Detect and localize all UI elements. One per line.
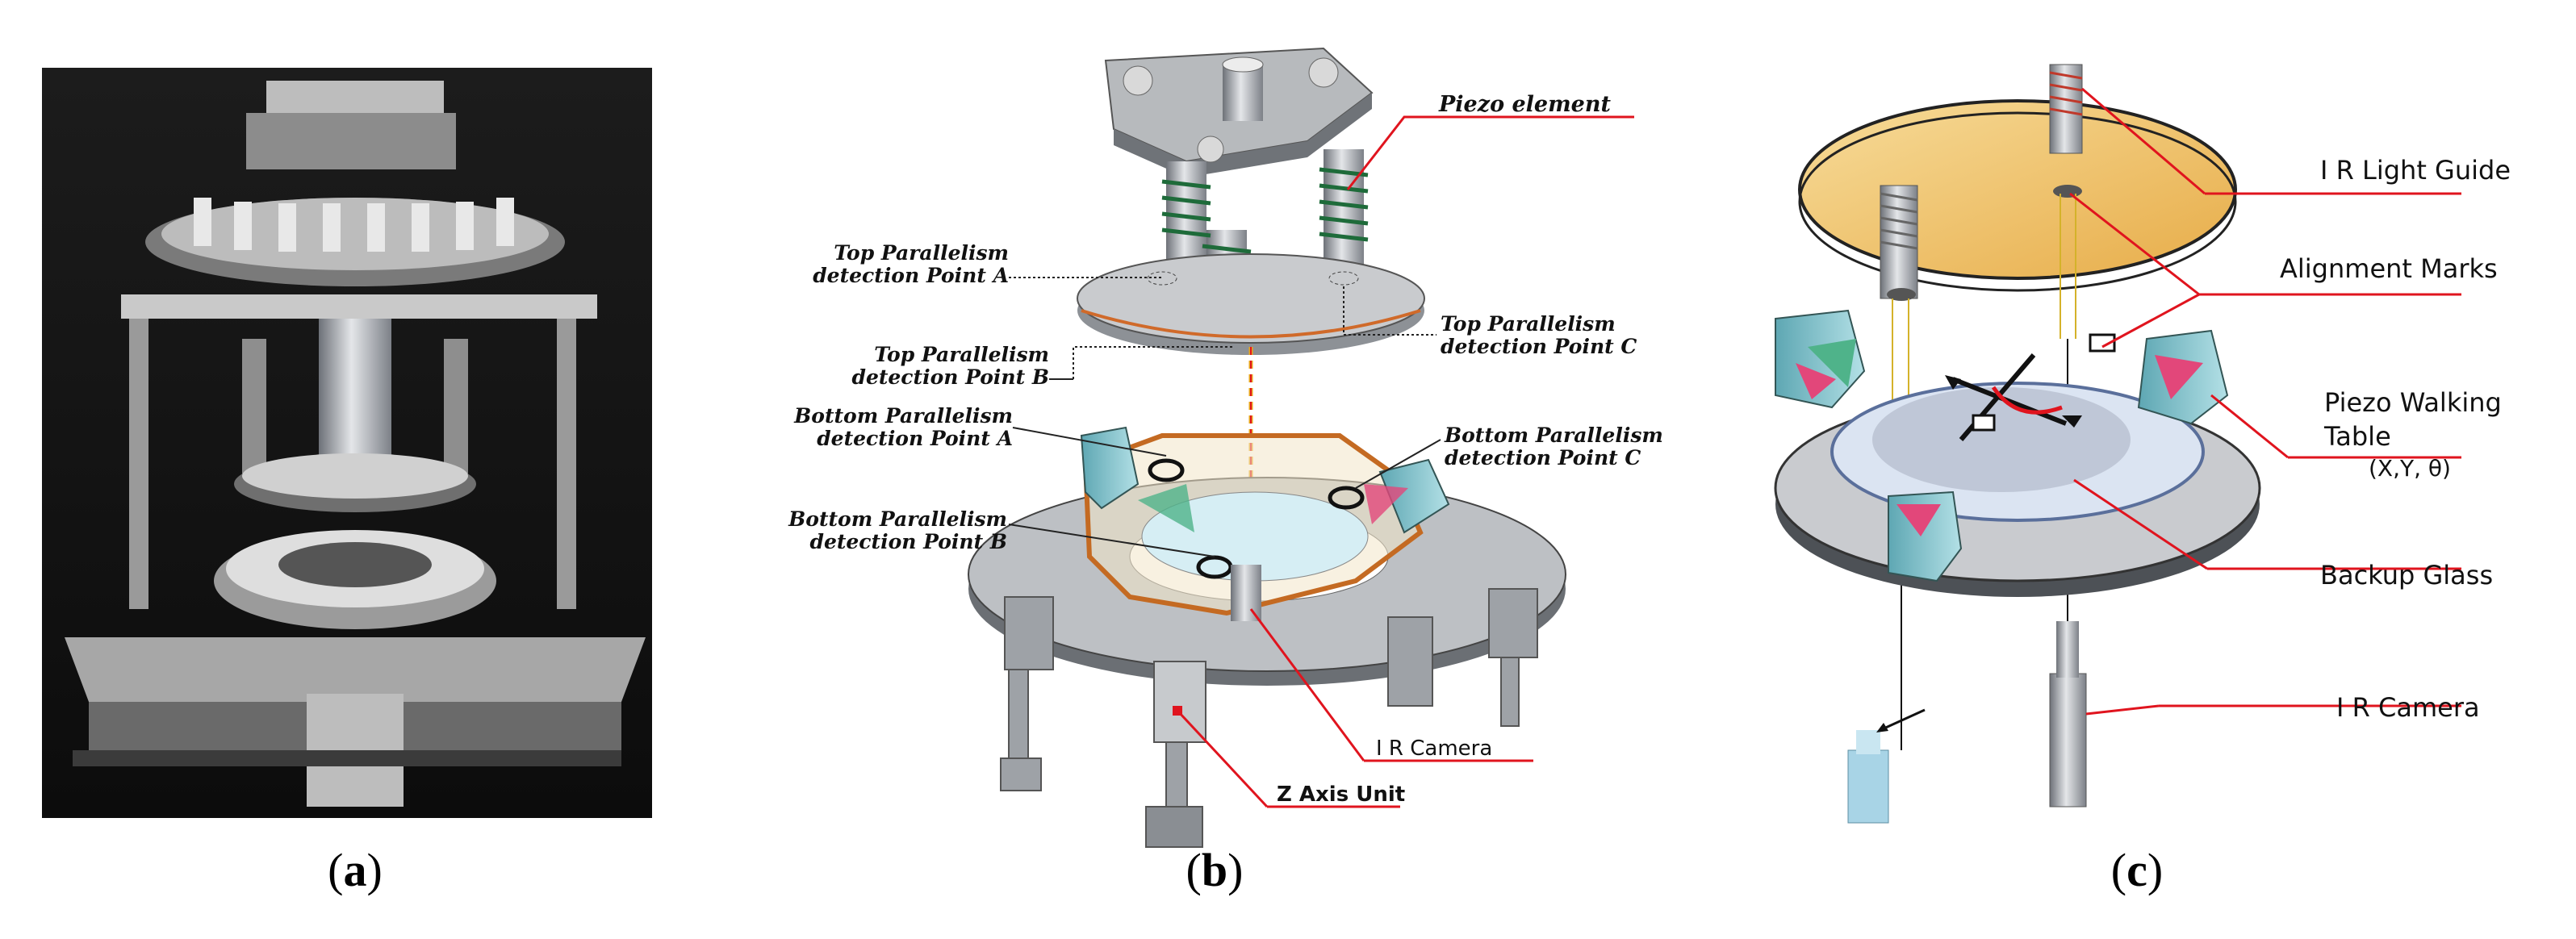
panel-c-diagram xyxy=(1774,64,2461,824)
label-backup-glass: Backup Glass xyxy=(2320,560,2493,591)
label-bottom-b-line1: Bottom Parallelism xyxy=(788,507,1007,531)
label-bottom-a-line1: Bottom Parallelism xyxy=(793,404,1013,428)
label-bottom-c-line1: Bottom Parallelism xyxy=(1444,424,1663,447)
label-piezo-walking-line2: Table xyxy=(2323,421,2391,452)
panel-a-photo xyxy=(42,68,652,818)
ir-light-guides xyxy=(1880,64,2083,299)
panel-c-caption: (c) xyxy=(2111,844,2163,896)
panel-a-caption: (a) xyxy=(328,844,383,896)
label-top-a-line1: Top Parallelism xyxy=(834,241,1009,265)
panel-b-caption: (b) xyxy=(1186,844,1244,896)
top-plate xyxy=(1104,47,1374,177)
label-bottom-a-line2: detection Point A xyxy=(817,427,1013,450)
label-top-c-line1: Top Parallelism xyxy=(1441,312,1616,336)
label-bottom-b-line2: detection Point B xyxy=(809,530,1007,553)
label-top-c-line2: detection Point C xyxy=(1441,335,1637,358)
label-z-axis-unit: Z Axis Unit xyxy=(1277,782,1405,807)
alignment-mark-arrows xyxy=(1945,333,2116,441)
label-top-a-line2: detection Point A xyxy=(813,264,1009,287)
label-bottom-c-line2: detection Point C xyxy=(1445,446,1641,470)
label-piezo-element: Piezo element xyxy=(1438,92,1611,117)
label-piezo-walking-line3: (X,Y, θ) xyxy=(2369,455,2451,482)
label-ir-camera-b: I R Camera xyxy=(1376,737,1492,761)
bottom-base xyxy=(968,426,1566,848)
label-alignment-marks: Alignment Marks xyxy=(2280,253,2498,284)
label-ir-camera-c: I R Camera xyxy=(2336,692,2480,723)
label-piezo-walking-line1: Piezo Walking xyxy=(2324,387,2502,418)
label-top-b-line2: detection Point B xyxy=(851,365,1049,389)
label-ir-light-guide: I R Light Guide xyxy=(2320,155,2511,186)
panel-c-leaders xyxy=(2069,87,2461,716)
panel-b-leaders xyxy=(1177,115,1634,808)
panel-b-dotted-leaders xyxy=(1008,277,1441,557)
label-top-b-line1: Top Parallelism xyxy=(874,343,1049,366)
panel-b-diagram xyxy=(968,47,1634,848)
